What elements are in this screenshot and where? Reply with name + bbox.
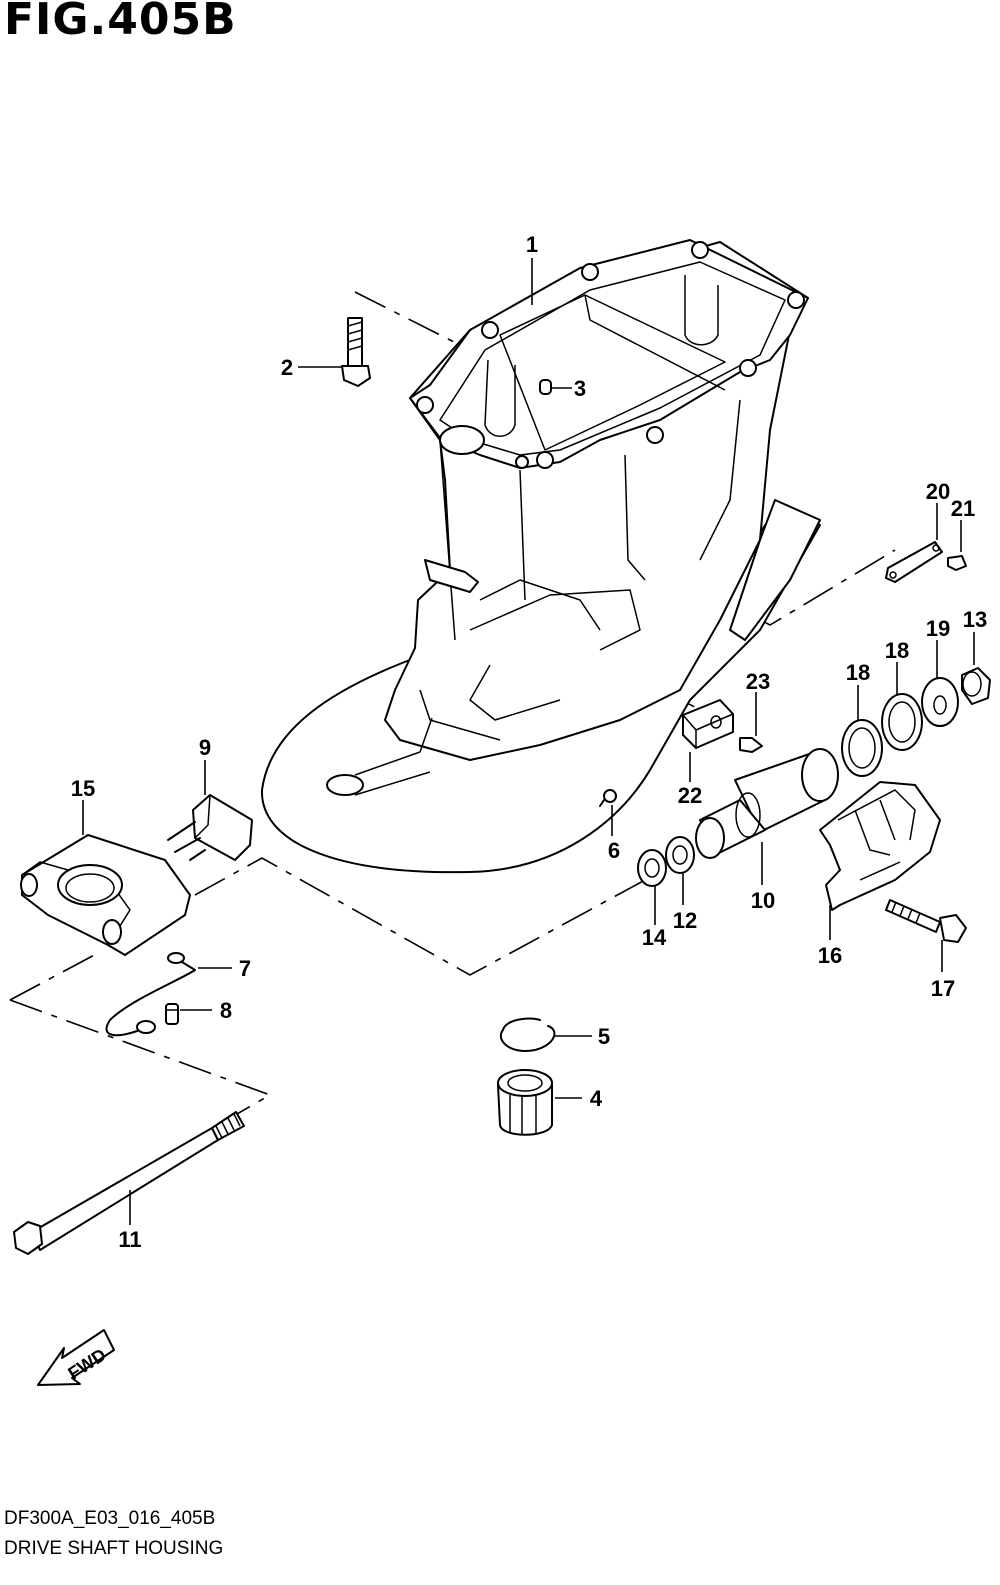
callout-18b: 18 (885, 638, 909, 663)
drive-shaft-housing (260, 239, 821, 874)
washer-part-19 (921, 677, 959, 727)
callout-16: 16 (818, 943, 842, 968)
figure-title: FIG.405B (4, 0, 237, 45)
clamp-bracket-part-15 (20, 834, 191, 956)
callout-2: 2 (281, 355, 293, 380)
callout-18a: 18 (846, 660, 870, 685)
callout-1: 1 (526, 232, 538, 257)
callout-13: 13 (963, 607, 987, 632)
ring-part-18a (841, 719, 883, 777)
clip-part-5 (500, 1017, 556, 1052)
callout-21: 21 (951, 496, 975, 521)
callout-17: 17 (931, 976, 955, 1001)
washer-part-14 (637, 849, 667, 887)
ring-part-18b (881, 693, 923, 751)
callout-10: 10 (751, 888, 775, 913)
washer-part-12 (665, 836, 695, 874)
long-bolt-part-11 (13, 1111, 245, 1255)
strap-part-20 (885, 541, 943, 583)
screw-part-6 (599, 789, 617, 807)
dowel-pin-part-3 (539, 379, 552, 395)
callout-11: 11 (118, 1227, 141, 1252)
nut-part-13 (961, 667, 991, 705)
block-part-22 (682, 699, 734, 749)
bolt-part-23 (739, 737, 763, 753)
bracket-part-9 (167, 794, 253, 861)
bolt-part-2 (341, 317, 371, 387)
callout-numbers: 1 2 3 4 5 6 7 8 9 10 11 12 13 14 15 16 1… (71, 232, 987, 1252)
callout-19: 19 (926, 616, 950, 641)
cover-part-16 (819, 781, 941, 911)
callout-5: 5 (598, 1024, 610, 1049)
bolt-part-8 (165, 1003, 179, 1025)
figure-code: DF300A_E03_016_405B (4, 1508, 216, 1529)
ring-nut-part-4 (497, 1069, 553, 1136)
fwd-direction-badge: FWD (37, 1329, 115, 1386)
callout-7: 7 (239, 956, 251, 981)
leader-lines (82, 258, 975, 1225)
callout-15: 15 (71, 776, 95, 801)
callout-20: 20 (926, 479, 950, 504)
callout-3: 3 (574, 376, 586, 401)
ground-wire-part-7 (105, 952, 196, 1037)
figure-name: DRIVE SHAFT HOUSING (4, 1538, 224, 1559)
screw-part-21 (947, 555, 967, 571)
callout-12: 12 (673, 908, 697, 933)
bolt-part-17 (885, 899, 967, 943)
callout-9: 9 (199, 735, 211, 760)
callout-6: 6 (608, 838, 620, 863)
mount-part-10 (695, 748, 839, 859)
callout-14: 14 (642, 925, 667, 950)
callout-23: 23 (746, 669, 770, 694)
callout-8: 8 (220, 998, 232, 1023)
callout-4: 4 (590, 1086, 603, 1111)
callout-22: 22 (678, 783, 702, 808)
